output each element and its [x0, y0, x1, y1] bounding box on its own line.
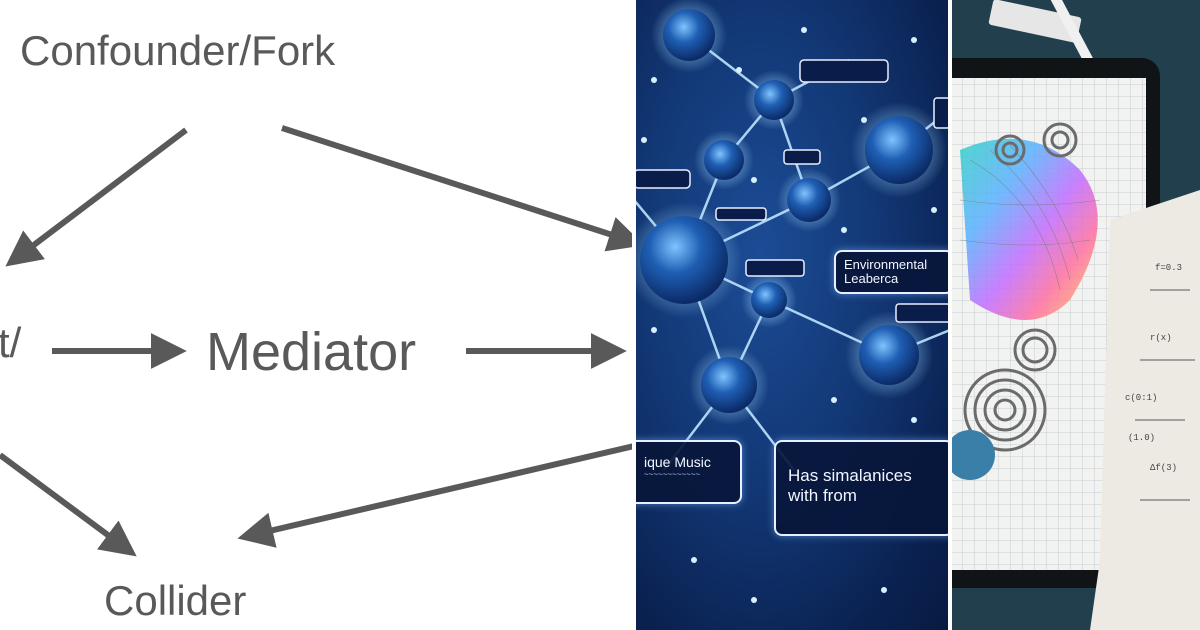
tablet-illustration: f=0.3 r(x) c(0:1) (1.0) Δf(3)	[950, 0, 1200, 630]
collider-label: Collider	[104, 577, 247, 624]
svg-text:f=0.3: f=0.3	[1155, 263, 1182, 273]
treatment-label-fragment: t/	[0, 319, 22, 366]
svg-text:(1.0): (1.0)	[1128, 433, 1155, 443]
blue-sphere	[950, 430, 995, 480]
causal-diagram-panel: Confounder/Fork Mediator Collider t/	[0, 27, 634, 624]
panel-separator-right	[948, 0, 952, 630]
arrow-confounder-to-outcome	[281, 125, 634, 252]
spiral-shapes	[963, 122, 1078, 452]
network-illustration-panel: Environmental Leaberca ique Music ~~~~~~…	[634, 0, 950, 630]
stylus	[1049, 0, 1101, 78]
paper-notebook	[1090, 190, 1200, 630]
arrow-confounder-to-treatment	[5, 127, 188, 267]
svg-text:r(x): r(x)	[1150, 333, 1172, 343]
similarities-text-line2: with from	[788, 486, 857, 505]
panel-separator-left	[632, 0, 636, 630]
music-text: ique Music	[644, 454, 711, 470]
network-graph	[634, 0, 950, 603]
rainbow-surface	[960, 138, 1098, 320]
diagram-arrows	[0, 125, 634, 557]
confounder-fork-label: Confounder/Fork	[20, 27, 336, 74]
network-small-tags	[634, 59, 950, 323]
similarities-text-line1: Has simalanices	[788, 466, 912, 485]
environmental-text-line2: Leaberca	[844, 271, 899, 286]
music-subtext: ~~~~~~~~~~~~	[644, 470, 701, 479]
pencil-sharpener	[988, 0, 1082, 43]
tablet-notebook-panel: f=0.3 r(x) c(0:1) (1.0) Δf(3)	[950, 0, 1200, 630]
handwritten-formulas: f=0.3 r(x) c(0:1) (1.0) Δf(3)	[1125, 263, 1182, 473]
network-nodes	[634, 0, 947, 425]
arrow-treatment-to-collider	[0, 452, 137, 557]
music-label-box: ique Music ~~~~~~~~~~~~	[634, 440, 742, 504]
arrow-outcome-to-collider	[237, 443, 634, 548]
environmental-text: Environmental	[844, 257, 928, 272]
environmental-label-box: Environmental Leaberca	[834, 250, 950, 294]
similarities-label-box: Has simalanices with from	[774, 440, 950, 536]
mediator-label: Mediator	[206, 322, 417, 382]
svg-text:Δf(3): Δf(3)	[1150, 463, 1177, 473]
svg-text:c(0:1): c(0:1)	[1125, 393, 1157, 403]
formula-lines	[1135, 289, 1195, 501]
